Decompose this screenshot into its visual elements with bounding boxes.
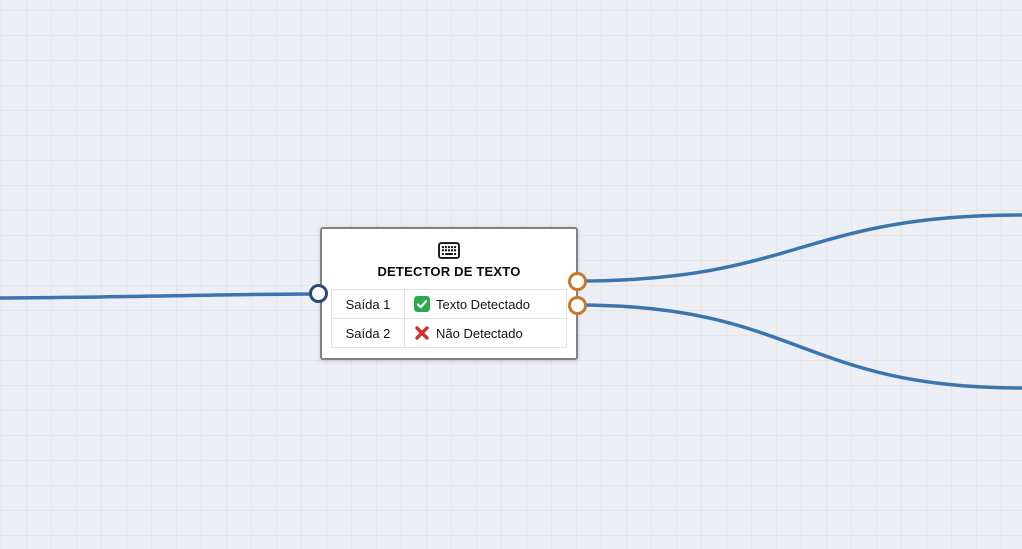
node-title: DETECTOR DE TEXTO bbox=[377, 264, 521, 279]
keyboard-icon bbox=[438, 242, 460, 259]
output-1-status: Texto Detectado bbox=[404, 289, 567, 319]
output-2-status: Não Detectado bbox=[404, 318, 567, 348]
check-mark-icon bbox=[414, 296, 430, 312]
output-handle-1[interactable] bbox=[568, 272, 587, 291]
input-handle[interactable] bbox=[309, 284, 328, 303]
output-1-status-text: Texto Detectado bbox=[436, 296, 530, 312]
output-handle-2[interactable] bbox=[568, 296, 587, 315]
output-2-label: Saída 2 bbox=[331, 318, 405, 348]
table-row: Saída 2 Não Detectado bbox=[331, 318, 567, 348]
output-1-label: Saída 1 bbox=[331, 289, 405, 319]
node-detector-de-texto[interactable]: DETECTOR DE TEXTO Saída 1 Texto Detectad… bbox=[320, 227, 578, 360]
edge-output-2[interactable] bbox=[575, 303, 1022, 390]
node-header: DETECTOR DE TEXTO bbox=[322, 229, 576, 281]
node-output-table: Saída 1 Texto Detectado Saída 2 bbox=[331, 289, 567, 348]
table-row: Saída 1 Texto Detectado bbox=[331, 289, 567, 319]
output-2-status-text: Não Detectado bbox=[436, 325, 523, 341]
cross-mark-icon bbox=[415, 326, 429, 340]
edge-output-1[interactable] bbox=[575, 213, 1022, 283]
edge-incoming[interactable] bbox=[0, 292, 320, 300]
